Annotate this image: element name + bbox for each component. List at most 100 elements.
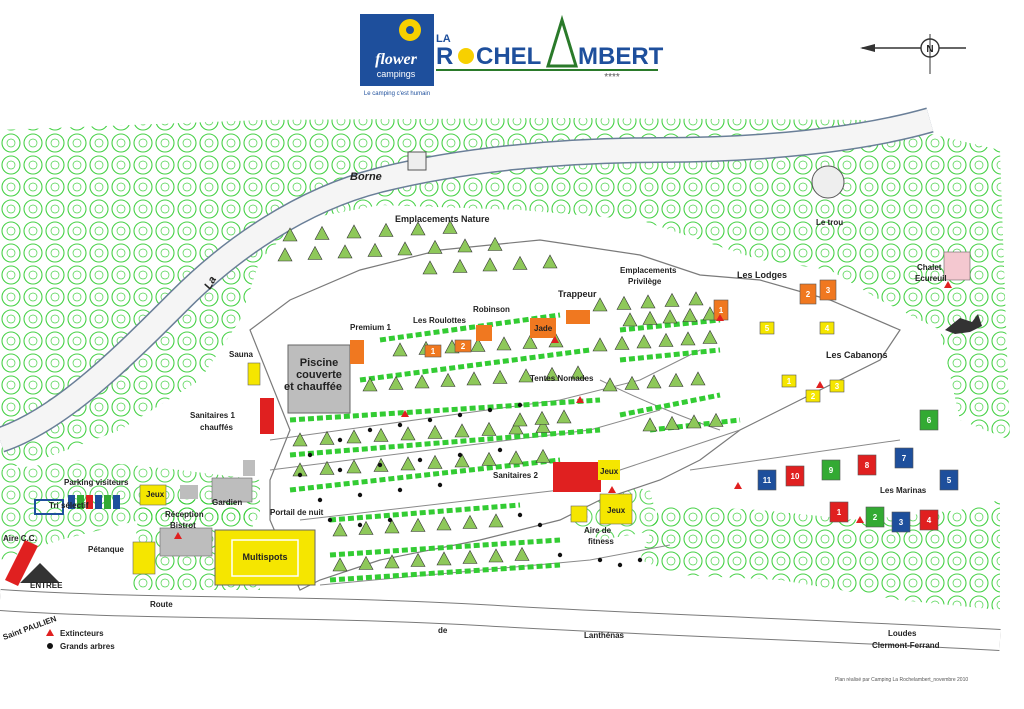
label-multisports: Multispots bbox=[243, 552, 288, 562]
tent-icon bbox=[481, 451, 497, 466]
label-jade: Jade bbox=[534, 324, 553, 333]
tent-icon bbox=[332, 522, 348, 537]
extinguisher-marker bbox=[856, 516, 864, 523]
label-tentes-nomades: Tentes Nomades bbox=[530, 374, 594, 383]
tent-icon bbox=[514, 546, 530, 561]
tent-icon bbox=[686, 414, 702, 429]
extinguisher-markers bbox=[174, 281, 952, 539]
tent-icon bbox=[658, 332, 674, 347]
brand-line2: campings bbox=[377, 69, 416, 79]
tent-icon bbox=[668, 372, 684, 387]
marina-unit: 1 bbox=[829, 501, 849, 523]
large-tree-dot bbox=[557, 552, 563, 558]
marina-unit: 5 bbox=[939, 469, 959, 491]
extinguisher-marker bbox=[608, 486, 616, 493]
label-emplacements-privilege-1: Emplacements bbox=[620, 266, 677, 275]
label-la: La bbox=[202, 274, 219, 291]
label-gardien: Gardien bbox=[212, 498, 242, 507]
large-tree-dot bbox=[597, 557, 603, 563]
extinguisher-marker bbox=[264, 420, 272, 427]
extinguisher-marker bbox=[816, 381, 824, 388]
label-le-trou: Le trou bbox=[816, 218, 843, 227]
label-tri-selectif: Tri sélectif bbox=[49, 501, 89, 510]
roulotte-unit: 1 bbox=[424, 344, 442, 358]
tent-icon bbox=[522, 334, 538, 349]
tent-icon bbox=[702, 329, 718, 344]
camp-name-end: MBERT bbox=[578, 43, 664, 70]
label-loudes: Loudes bbox=[888, 629, 917, 638]
large-tree-dot bbox=[397, 487, 403, 493]
tent-icon bbox=[682, 307, 698, 322]
camp-name-initial: R bbox=[436, 43, 453, 70]
tent-icon bbox=[462, 514, 478, 529]
tent-icon bbox=[384, 519, 400, 534]
label-de: de bbox=[438, 626, 448, 635]
label-portail: Portail de nuit bbox=[270, 508, 324, 517]
tent-icon bbox=[640, 294, 656, 309]
tent-icon bbox=[457, 238, 473, 253]
tent-icon bbox=[592, 297, 608, 312]
tent-icon bbox=[452, 258, 468, 273]
large-tree-dot bbox=[417, 457, 423, 463]
tent-icon bbox=[570, 365, 586, 380]
label-les-cabanons: Les Cabanons bbox=[826, 350, 888, 360]
marina-unit: 8 bbox=[857, 454, 877, 476]
tent-icon bbox=[664, 415, 680, 430]
tent-icon bbox=[319, 430, 335, 445]
svg-text:1: 1 bbox=[431, 347, 436, 356]
label-emplacements-privilege-2: Privilège bbox=[628, 277, 662, 286]
extinguisher-marker bbox=[174, 532, 182, 539]
tent-icon bbox=[512, 412, 528, 427]
svg-text:3: 3 bbox=[899, 518, 904, 527]
tent-icon bbox=[454, 453, 470, 468]
large-tree-dot bbox=[387, 517, 393, 523]
svg-text:4: 4 bbox=[825, 324, 830, 333]
marina-unit: 3 bbox=[891, 511, 911, 533]
label-petanque: Pétanque bbox=[88, 545, 125, 554]
tent-icon bbox=[282, 227, 298, 242]
svg-text:10: 10 bbox=[791, 472, 800, 481]
parking-cars bbox=[68, 495, 120, 509]
svg-text:2: 2 bbox=[811, 392, 816, 401]
tent-icon bbox=[680, 331, 696, 346]
extinguisher-marker bbox=[554, 480, 562, 487]
tent-icon bbox=[642, 417, 658, 432]
tent-icon bbox=[622, 312, 638, 327]
tent-icon bbox=[388, 375, 404, 390]
extinguisher-marker bbox=[716, 314, 724, 321]
tent-icon bbox=[422, 260, 438, 275]
tent-icon bbox=[542, 254, 558, 269]
large-tree-dot bbox=[537, 522, 543, 528]
tent-icon bbox=[642, 310, 658, 325]
label-aire-cc: Aire C.C. bbox=[3, 534, 37, 543]
label-piscine-2: couverte bbox=[296, 369, 342, 381]
label-jeux-3: Jeux bbox=[607, 506, 626, 515]
extinguisher-marker bbox=[401, 410, 409, 417]
label-lanthenas: Lanthénas bbox=[584, 631, 625, 640]
label-borne: Borne bbox=[350, 171, 382, 183]
label-jeux-2: Jeux bbox=[600, 467, 619, 476]
tent-icon bbox=[314, 225, 330, 240]
large-tree-dot bbox=[517, 512, 523, 518]
legend-grands-arbres: Grands arbres bbox=[60, 642, 115, 651]
tent-icon bbox=[427, 239, 443, 254]
river-borne bbox=[0, 107, 934, 453]
tent-icon bbox=[592, 337, 608, 352]
tent-icon bbox=[616, 295, 632, 310]
compass-rose: N bbox=[860, 34, 966, 74]
tent-icon bbox=[466, 371, 482, 386]
label-parking: Parking visiteurs bbox=[64, 478, 129, 487]
large-tree-dot bbox=[397, 422, 403, 428]
tent-icon bbox=[488, 548, 504, 563]
extinguisher-marker bbox=[734, 482, 742, 489]
tent-icon bbox=[535, 448, 551, 463]
label-ecureuil: Ecureuil bbox=[915, 274, 947, 283]
svg-text:3: 3 bbox=[835, 382, 840, 391]
large-tree-dot bbox=[317, 497, 323, 503]
tent-icon bbox=[488, 513, 504, 528]
tent-icon bbox=[378, 222, 394, 237]
label-reception-1: Réception bbox=[165, 510, 204, 519]
tent-icon bbox=[462, 549, 478, 564]
